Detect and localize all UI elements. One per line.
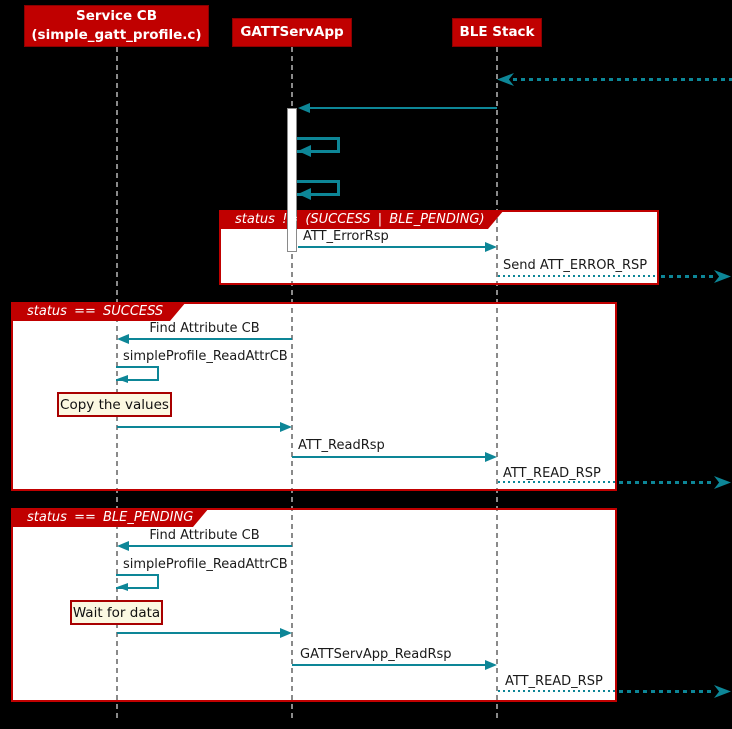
note-copy-values: Copy the values bbox=[57, 392, 172, 417]
arrowhead-icon bbox=[714, 476, 731, 489]
arrowhead-icon bbox=[485, 242, 497, 252]
frame-pending-tab bbox=[11, 508, 209, 527]
message-arrow bbox=[128, 338, 292, 340]
arrowhead-icon bbox=[280, 422, 292, 432]
message-arrow bbox=[128, 545, 292, 547]
message-arrow bbox=[298, 246, 486, 248]
incoming-dotted-arrow bbox=[513, 78, 732, 81]
frame-success-border bbox=[11, 302, 617, 491]
participant-gattservapp: GATTServApp bbox=[232, 18, 352, 47]
message-arrow bbox=[117, 632, 281, 634]
participant-ble-stack: BLE Stack bbox=[452, 18, 542, 47]
self-call-arrow bbox=[297, 180, 340, 196]
self-call-arrow bbox=[116, 574, 159, 589]
message-arrow bbox=[117, 426, 281, 428]
message-label: Find Attribute CB bbox=[149, 528, 260, 543]
frame-error-title: status != (SUCCESS | BLE_PENDING) bbox=[235, 212, 485, 227]
dotted-message-line bbox=[619, 481, 715, 484]
message-label: GATTServApp_ReadRsp bbox=[300, 647, 452, 662]
arrowhead-icon bbox=[714, 685, 731, 698]
arrowhead-icon bbox=[298, 145, 311, 157]
frame-pending-title: status == BLE_PENDING bbox=[27, 510, 194, 525]
dotted-message-line bbox=[661, 275, 715, 278]
arrowhead-icon bbox=[298, 188, 311, 200]
lifeline-service-cb bbox=[116, 47, 118, 720]
arrowhead-icon bbox=[117, 375, 128, 383]
arrowhead-icon bbox=[117, 583, 128, 591]
self-call-arrow bbox=[297, 137, 340, 153]
arrowhead-icon bbox=[497, 73, 514, 86]
frame-pending-border bbox=[11, 508, 617, 702]
dotted-message-line bbox=[498, 275, 658, 277]
participant-label: BLE Stack bbox=[459, 24, 535, 40]
activation-bar bbox=[287, 108, 297, 252]
message-arrow bbox=[292, 664, 486, 666]
message-label: simpleProfile_ReadAttrCB bbox=[123, 557, 288, 572]
participant-service-cb: Service CB (simple_gatt_profile.c) bbox=[24, 5, 209, 47]
dotted-message-line bbox=[498, 690, 616, 692]
message-label: ATT_READ_RSP bbox=[505, 674, 603, 689]
dotted-message-line bbox=[498, 481, 616, 483]
lifeline-ble-stack bbox=[496, 47, 498, 720]
lifeline-gattservapp bbox=[291, 47, 293, 720]
participant-label: Service CB bbox=[75, 8, 158, 24]
arrowhead-icon bbox=[298, 103, 310, 113]
frame-success-title: status == SUCCESS bbox=[27, 304, 164, 319]
message-arrow bbox=[292, 456, 486, 458]
arrowhead-icon bbox=[714, 270, 731, 283]
arrowhead-icon bbox=[280, 628, 292, 638]
arrowhead-icon bbox=[485, 452, 497, 462]
dotted-message-line bbox=[619, 690, 715, 693]
message-label: ATT_READ_RSP bbox=[503, 466, 601, 481]
arrowhead-icon bbox=[117, 334, 129, 344]
message-arrow bbox=[309, 107, 497, 109]
message-label: ATT_ReadRsp bbox=[298, 438, 385, 453]
participant-label: (simple_gatt_profile.c) bbox=[31, 27, 202, 43]
arrowhead-icon bbox=[485, 660, 497, 670]
frame-success-tab bbox=[11, 302, 186, 321]
self-call-arrow bbox=[116, 366, 159, 381]
message-label: simpleProfile_ReadAttrCB bbox=[123, 349, 288, 364]
message-label: Find Attribute CB bbox=[149, 321, 260, 336]
participant-label: GATTServApp bbox=[240, 24, 344, 40]
note-wait-for-data: Wait for data bbox=[70, 600, 163, 625]
arrowhead-icon bbox=[117, 541, 129, 551]
message-label: ATT_ErrorRsp bbox=[303, 229, 389, 244]
message-label: Send ATT_ERROR_RSP bbox=[503, 258, 648, 273]
